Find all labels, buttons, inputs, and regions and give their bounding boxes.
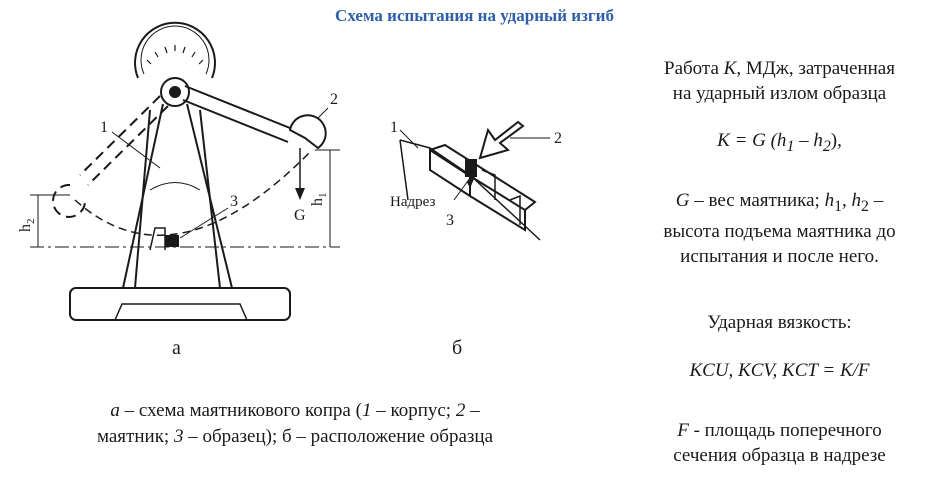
impact-toughness-formula: KCU, KCV, KCT = K/F xyxy=(689,360,870,381)
diagram-pendulum-tester: 1 2 3 G h1 h2 а xyxy=(17,21,340,359)
label-2: 2 xyxy=(330,91,338,108)
label-b-2: 2 xyxy=(554,130,562,147)
figure-caption: а – схема маятникового копра (1 – корпус… xyxy=(96,400,494,447)
specimen xyxy=(165,235,179,247)
diagram-specimen-placement: 1 2 3 Надрез б xyxy=(390,119,562,359)
pendulum-head xyxy=(288,114,327,150)
base xyxy=(69,287,291,321)
pivot xyxy=(160,77,190,107)
label-g: G xyxy=(294,207,306,224)
impact-toughness-label: Ударная вязкость: xyxy=(707,312,852,333)
sublabel-a: а xyxy=(172,337,181,359)
striker-arrow xyxy=(478,120,525,160)
work-formula: K = G (h1 – h2), xyxy=(717,130,842,155)
area-definition: F - площадь поперечного сечения образца … xyxy=(673,420,886,466)
label-3: 3 xyxy=(230,193,238,210)
notch-label: Надрез xyxy=(390,194,435,210)
page-title: Схема испытания на ударный изгиб xyxy=(335,6,614,25)
label-b-1: 1 xyxy=(390,119,398,136)
label-h2: h2 xyxy=(17,219,37,233)
sublabel-b: б xyxy=(452,337,462,359)
notch xyxy=(465,159,477,177)
variables-definition: G – вес маятника; h1, h2 – высота подъем… xyxy=(663,190,896,267)
work-definition: Работа K, МДж, затраченная на ударный из… xyxy=(664,58,895,104)
label-h1: h1 xyxy=(309,193,329,207)
label-b-3: 3 xyxy=(446,212,454,229)
dial-scale xyxy=(134,21,216,79)
label-1: 1 xyxy=(100,119,108,136)
